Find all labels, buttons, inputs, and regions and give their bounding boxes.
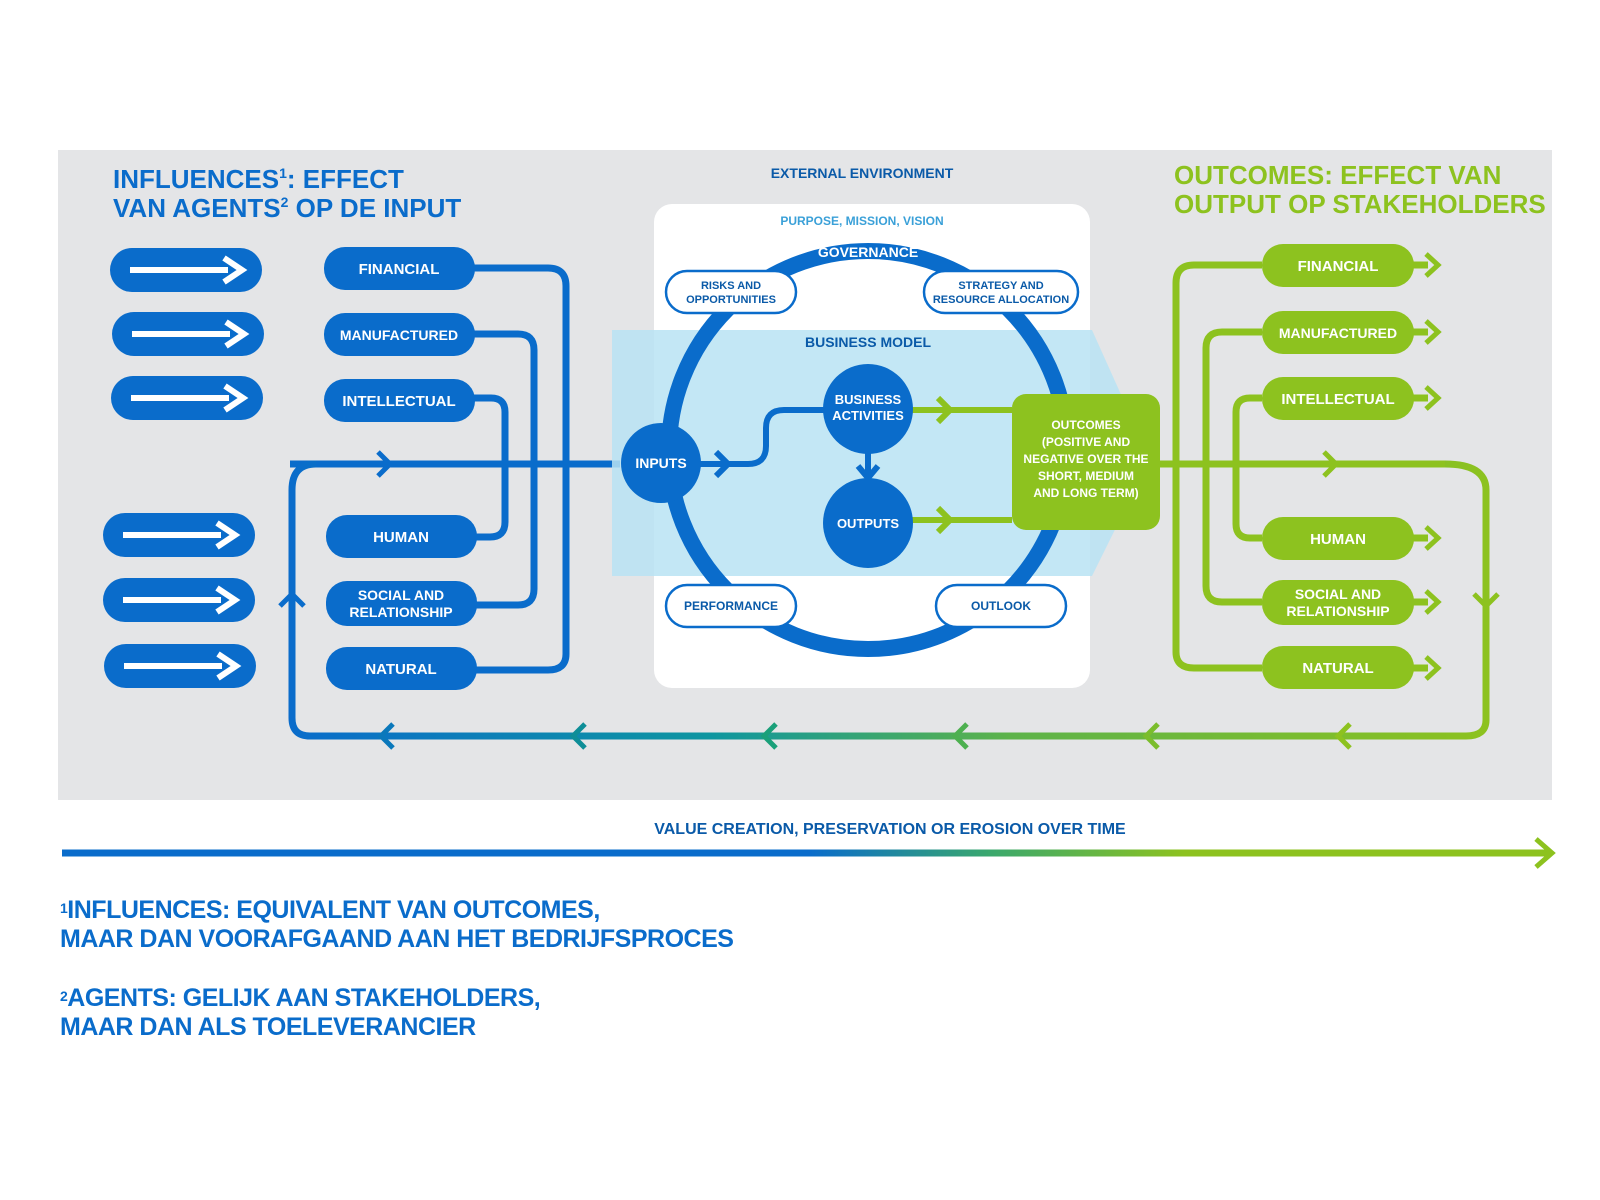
influences-heading-line2: VAN AGENTS2 OP DE INPUT xyxy=(113,193,461,223)
risks-opportunities-pill: RISKS AND OPPORTUNITIES xyxy=(664,269,798,315)
outcomes-box: OUTCOMES (POSITIVE AND NEGATIVE OVER THE… xyxy=(1012,394,1160,530)
capital-financial-left: FINANCIAL xyxy=(324,247,475,290)
influence-arrow-4 xyxy=(103,513,255,557)
right-capital-arrowheads xyxy=(1322,252,1442,681)
svg-text:OUTPUTS: OUTPUTS xyxy=(837,516,899,531)
svg-text:RESOURCE ALLOCATION: RESOURCE ALLOCATION xyxy=(933,294,1069,306)
capital-intellectual-right: INTELLECTUAL xyxy=(1262,377,1414,420)
svg-text:STRATEGY AND: STRATEGY AND xyxy=(958,280,1043,292)
svg-text:INTELLECTUAL: INTELLECTUAL xyxy=(342,393,455,410)
svg-text:SOCIAL AND: SOCIAL AND xyxy=(1295,586,1381,602)
outlook-pill: OUTLOOK xyxy=(934,583,1068,629)
svg-text:MANUFACTURED: MANUFACTURED xyxy=(340,327,458,343)
svg-text:AND LONG TERM): AND LONG TERM) xyxy=(1033,486,1138,500)
outcomes-heading-line1: OUTCOMES: EFFECT VAN xyxy=(1174,160,1501,190)
svg-text:NATURAL: NATURAL xyxy=(365,661,436,678)
svg-text:SOCIAL AND: SOCIAL AND xyxy=(358,587,444,603)
svg-text:HUMAN: HUMAN xyxy=(373,529,429,546)
capital-financial-right: FINANCIAL xyxy=(1262,244,1414,287)
capital-human-left: HUMAN xyxy=(326,515,477,558)
svg-text:NEGATIVE OVER THE: NEGATIVE OVER THE xyxy=(1023,452,1148,466)
capital-human-right: HUMAN xyxy=(1262,517,1414,560)
outputs-node: OUTPUTS xyxy=(823,478,913,568)
svg-text:BUSINESS: BUSINESS xyxy=(835,392,902,407)
governance-label: GOVERNANCE xyxy=(818,244,918,260)
svg-text:OPPORTUNITIES: OPPORTUNITIES xyxy=(686,294,776,306)
feedback-loop-chevrons xyxy=(278,450,1500,750)
value-creation-arrow xyxy=(62,837,1556,869)
purpose-mission-vision-label: PURPOSE, MISSION, VISION xyxy=(780,214,943,228)
outcomes-heading-line2: OUTPUT OP STAKEHOLDERS xyxy=(1174,189,1546,219)
performance-pill: PERFORMANCE xyxy=(664,583,798,629)
svg-text:MANUFACTURED: MANUFACTURED xyxy=(1279,325,1397,341)
svg-text:OUTCOMES: OUTCOMES xyxy=(1051,418,1120,432)
footnote-influences: 1INFLUENCES: EQUIVALENT VAN OUTCOMES, MA… xyxy=(60,896,734,953)
svg-text:HUMAN: HUMAN xyxy=(1310,531,1366,548)
capital-intellectual-left: INTELLECTUAL xyxy=(324,379,475,422)
svg-text:INTELLECTUAL: INTELLECTUAL xyxy=(1281,391,1394,408)
footnote-agents: 2AGENTS: GELIJK AAN STAKEHOLDERS, MAAR D… xyxy=(60,984,541,1041)
svg-text:RISKS AND: RISKS AND xyxy=(701,280,761,292)
influence-arrow-5 xyxy=(103,578,255,622)
svg-text:RELATIONSHIP: RELATIONSHIP xyxy=(349,604,452,620)
influences-heading: INFLUENCES1: EFFECT xyxy=(113,164,404,194)
external-environment-label: EXTERNAL ENVIRONMENT xyxy=(771,165,954,181)
capital-manufactured-right: MANUFACTURED xyxy=(1262,311,1414,354)
capital-manufactured-left: MANUFACTURED xyxy=(324,313,475,356)
svg-text:OUTLOOK: OUTLOOK xyxy=(971,599,1031,613)
value-creation-label: VALUE CREATION, PRESERVATION OR EROSION … xyxy=(654,821,1126,838)
right-capital-connectors xyxy=(1150,261,1445,672)
svg-text:FINANCIAL: FINANCIAL xyxy=(1298,258,1379,275)
influence-arrows xyxy=(103,248,264,688)
svg-text:ACTIVITIES: ACTIVITIES xyxy=(832,408,904,423)
capital-natural-right: NATURAL xyxy=(1262,646,1414,689)
svg-text:SHORT, MEDIUM: SHORT, MEDIUM xyxy=(1038,469,1134,483)
inputs-node: INPUTS xyxy=(621,423,701,503)
inner-flow-lines xyxy=(700,395,1012,535)
influence-arrow-2 xyxy=(112,312,264,356)
left-capital-connectors xyxy=(290,264,620,674)
strategy-resource-allocation-pill: STRATEGY AND RESOURCE ALLOCATION xyxy=(922,269,1080,315)
influence-arrow-3 xyxy=(111,376,263,420)
influence-arrow-1 xyxy=(110,248,262,292)
capital-natural-left: NATURAL xyxy=(326,647,477,690)
business-activities-node: BUSINESS ACTIVITIES xyxy=(823,364,913,454)
svg-text:FINANCIAL: FINANCIAL xyxy=(359,261,440,278)
capital-social-relationship-left: SOCIAL AND RELATIONSHIP xyxy=(326,581,477,626)
capital-social-relationship-right: SOCIAL AND RELATIONSHIP xyxy=(1262,580,1414,625)
feedback-loop-line xyxy=(288,460,1490,740)
business-model-label: BUSINESS MODEL xyxy=(805,334,931,350)
svg-text:(POSITIVE AND: (POSITIVE AND xyxy=(1042,435,1131,449)
svg-text:RELATIONSHIP: RELATIONSHIP xyxy=(1286,603,1389,619)
svg-text:INPUTS: INPUTS xyxy=(635,455,686,471)
svg-text:NATURAL: NATURAL xyxy=(1302,660,1373,677)
influence-arrow-6 xyxy=(104,644,256,688)
svg-text:PERFORMANCE: PERFORMANCE xyxy=(684,599,778,613)
